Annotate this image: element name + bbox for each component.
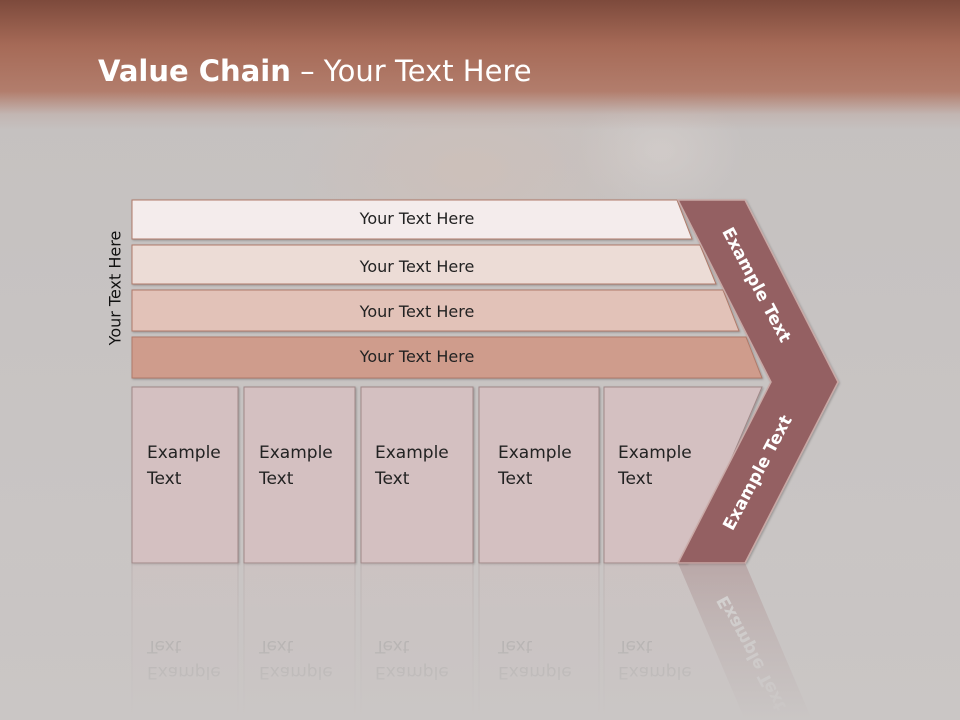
cell-4-shape[interactable] xyxy=(478,386,600,564)
row-4-text: Your Text Here xyxy=(359,347,475,366)
row-1-text: Your Text Here xyxy=(359,209,475,228)
title-bold: Value Chain xyxy=(98,54,291,88)
title-band xyxy=(0,0,960,130)
cell-3-line1: Example xyxy=(375,443,449,463)
cell-4-line2: Text xyxy=(498,469,533,489)
cell-1-line1: Example xyxy=(147,443,221,463)
cell-5-line2: Text xyxy=(618,469,653,489)
row-4-shape[interactable] xyxy=(131,336,763,379)
cell-3-line2: Text xyxy=(375,469,410,489)
cell-3-shape[interactable] xyxy=(360,386,474,564)
row-2-text: Your Text Here xyxy=(359,257,475,276)
slide-title[interactable]: Value Chain – Your Text Here xyxy=(98,54,532,88)
row-3-shape[interactable] xyxy=(131,289,740,332)
row-2-shape[interactable] xyxy=(131,244,717,285)
cell-2-shape[interactable] xyxy=(243,386,356,564)
title-rest: – Your Text Here xyxy=(290,54,532,88)
row-1-shape[interactable] xyxy=(131,199,693,240)
cell-4-line1: Example xyxy=(498,443,572,463)
cell-1-line2: Text xyxy=(147,469,182,489)
cell-5-line1: Example xyxy=(618,443,692,463)
cell-2-line1: Example xyxy=(259,443,333,463)
reflection-fade xyxy=(0,563,960,720)
row-3-text: Your Text Here xyxy=(359,302,475,321)
cell-1-shape[interactable] xyxy=(131,386,239,564)
cell-2-line2: Text xyxy=(259,469,294,489)
